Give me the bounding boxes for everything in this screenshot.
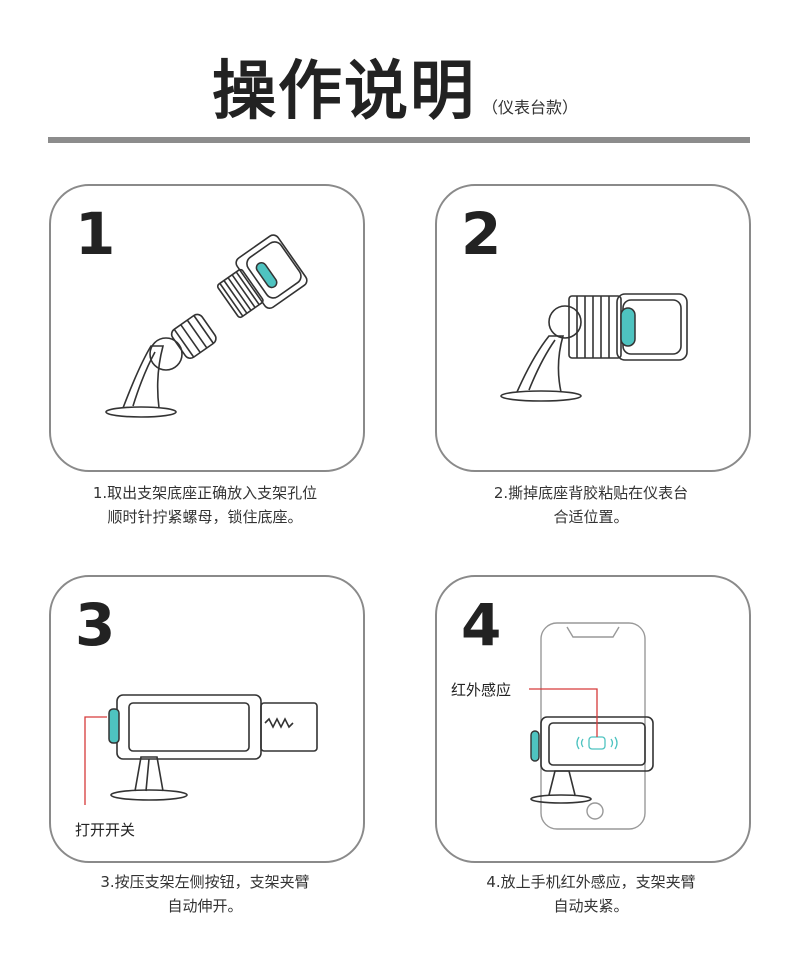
step-4-caption-line1: 4.放上手机红外感应，支架夹臂 [486,873,696,891]
step-4-number: 4 [461,591,502,659]
page-title-block: 操作说明 （仪表台款） [0,40,790,132]
step-4-panel: 4 红外感应 [435,575,751,863]
title-divider [48,137,750,143]
step-1-caption: 1.取出支架底座正确放入支架孔位 顺时针拧紧螺母，锁住底座。 [25,481,385,529]
step-3-number: 3 [75,591,116,659]
step-4-caption: 4.放上手机红外感应，支架夹臂 自动夹紧。 [411,870,771,918]
step-3-illustration [84,694,318,805]
page-title: 操作说明 [211,55,476,129]
step-2-illustration [500,293,688,402]
step-1-illustration [105,234,308,418]
step-4-caption-line2: 自动夹紧。 [553,897,629,915]
step-3-panel: 3 打开开关 [49,575,365,863]
step-1-caption-line2: 顺时针拧紧螺母，锁住底座。 [107,508,303,526]
step-2-number: 2 [461,200,502,268]
step-1-panel: 1 [49,184,365,472]
step-1-caption-line1: 1.取出支架底座正确放入支架孔位 [92,484,318,502]
page-subtitle: （仪表台款） [481,98,578,117]
step-3-caption-line1: 3.按压支架左侧按钮，支架夹臂 [100,873,310,891]
step-3-caption: 3.按压支架左侧按钮，支架夹臂 自动伸开。 [25,870,385,918]
step-2-caption-line1: 2.撕掉底座背胶粘贴在仪表台 [493,484,689,502]
step-2-panel: 2 [435,184,751,472]
step-2-caption: 2.撕掉底座背胶粘贴在仪表台 合适位置。 [411,481,771,529]
step-1-number: 1 [75,200,116,268]
step-3-caption-line2: 自动伸开。 [167,897,243,915]
step-2-caption-line2: 合适位置。 [553,508,629,526]
step-3-callout: 打开开关 [75,821,136,839]
step-4-callout: 红外感应 [451,681,512,699]
step-4-illustration [529,622,654,830]
